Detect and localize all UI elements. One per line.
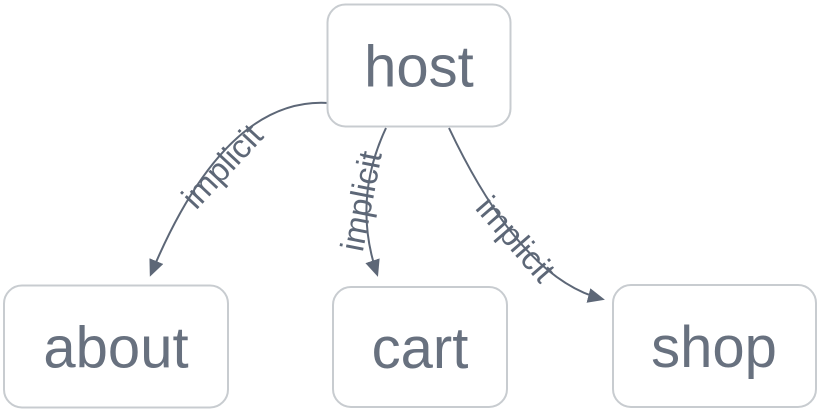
edge-host-shop <box>448 127 605 303</box>
node-about-label: about <box>43 316 188 381</box>
edges-layer <box>149 101 605 303</box>
node-host: host <box>326 3 512 128</box>
edge-label-host-about: implicit <box>174 117 270 216</box>
edge-label-host-shop: implicit <box>469 189 563 289</box>
node-about: about <box>3 284 229 409</box>
edge-host-about <box>149 101 330 277</box>
node-shop-label: shop <box>651 315 777 380</box>
edge-host-cart <box>365 127 387 277</box>
edge-label-host-cart: implicit <box>333 148 389 254</box>
node-shop: shop <box>612 284 817 408</box>
node-cart-box <box>332 286 508 408</box>
node-host-box <box>326 3 512 128</box>
node-shop-box <box>612 284 817 408</box>
node-cart-label: cart <box>372 316 469 381</box>
node-about-box <box>3 284 229 409</box>
node-cart: cart <box>332 286 508 408</box>
node-host-label: host <box>364 35 474 100</box>
edge-labels-layer: implicit implicit implicit <box>174 117 563 290</box>
